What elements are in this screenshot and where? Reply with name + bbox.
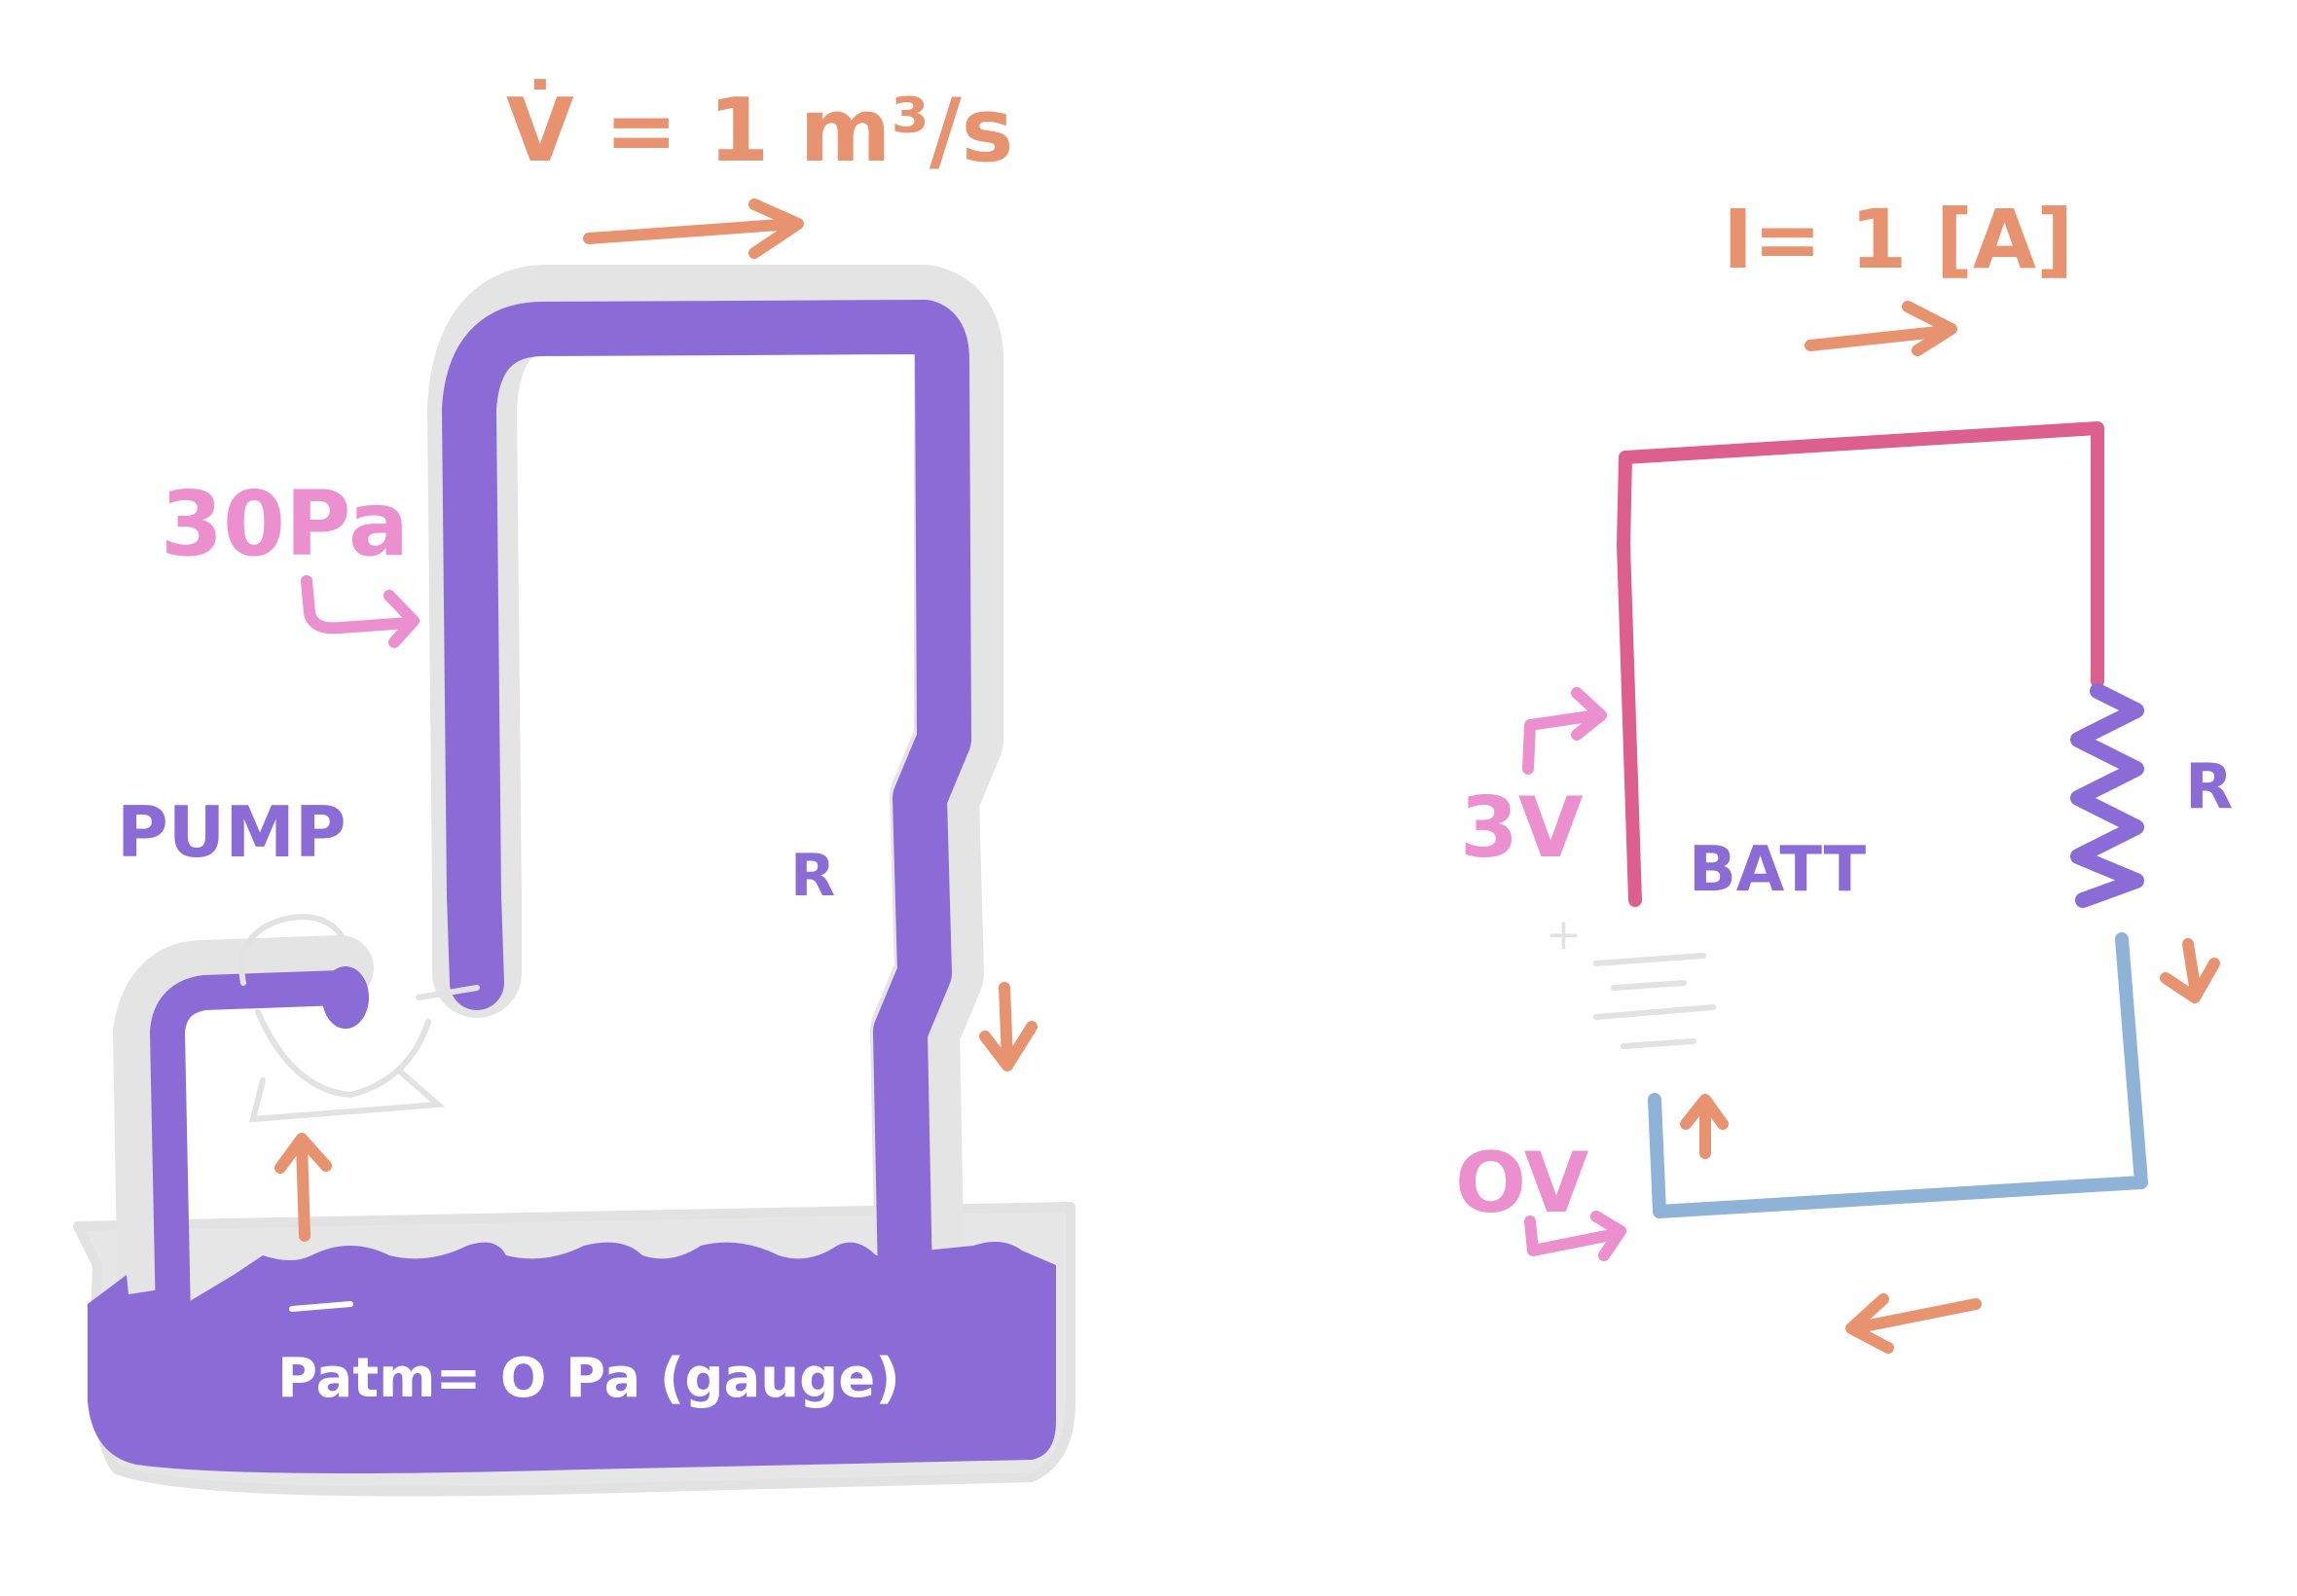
- down-arrow-right-pipe: [979, 982, 1038, 1071]
- flow-arrow: [583, 199, 804, 259]
- current-arrow-up: [1680, 1094, 1729, 1159]
- pressure-label: 30Pa: [161, 472, 409, 576]
- pump-sketch: [238, 914, 480, 1123]
- pressure-arrow: [301, 575, 419, 648]
- pump-riser-pipe: [150, 970, 358, 1336]
- pump-label: PUMP: [117, 791, 346, 873]
- voltage-low-label: OV: [1455, 1135, 1589, 1232]
- battery-symbol: [1593, 953, 1716, 1049]
- main-pipe: [442, 300, 971, 1307]
- battery-plus: +: [1546, 910, 1582, 960]
- water-resistor-label: R: [790, 842, 835, 910]
- electric-circuit: + I= 1 [A]: [1455, 192, 2233, 1354]
- current-arrow-top: [1805, 301, 1957, 356]
- resistor-zigzag: [2070, 683, 2144, 908]
- reservoir-water: [88, 1242, 1056, 1473]
- current-arrow-bottom: [1845, 1293, 1982, 1354]
- voltage-high-pointer: [1522, 687, 1607, 775]
- up-arrow-pump: [274, 1133, 332, 1242]
- electric-resistor-label: R: [2185, 751, 2233, 823]
- current-arrow-down: [2160, 938, 2220, 1003]
- water-ripples: [289, 1301, 353, 1312]
- wire-top: [1617, 421, 2104, 907]
- voltage-low-pointer: [1524, 1211, 1626, 1261]
- reservoir-label: Patm= O Pa (gauge): [277, 1347, 900, 1410]
- battery-label: BATT: [1689, 834, 1866, 906]
- voltage-high-label: 3V: [1460, 780, 1584, 877]
- pump-riser-outline: [113, 935, 374, 1342]
- current-label: I= 1 [A]: [1723, 192, 2073, 287]
- flow-label: V̇ = 1 m³/s: [506, 79, 1013, 182]
- water-circuit: V̇ = 1 m³/s 30Pa PUMP R Patm= O Pa (gaug…: [73, 79, 1076, 1497]
- pump-outlet: [322, 966, 369, 1029]
- wire-bottom: [1648, 932, 2148, 1218]
